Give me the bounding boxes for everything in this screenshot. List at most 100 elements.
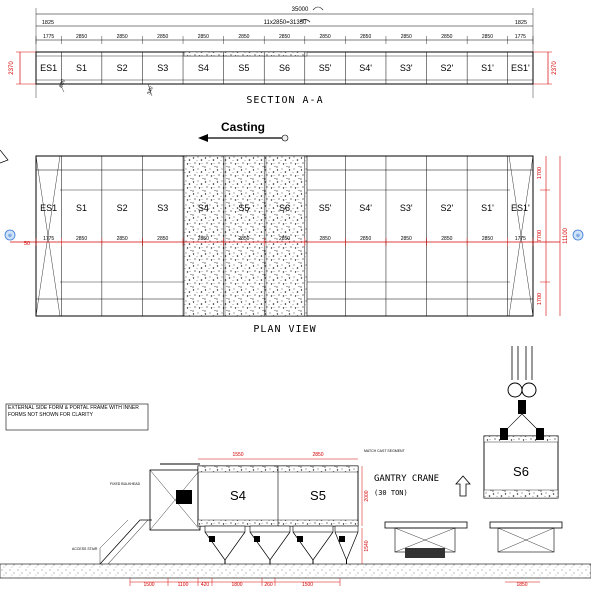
section-segment-label: S6 xyxy=(279,63,290,73)
end-dim-right: 1825 xyxy=(515,20,527,26)
section-subdim: 2850 xyxy=(441,34,452,40)
plan-centerline-dim: 2850 xyxy=(482,236,493,242)
base-dim: 1500 xyxy=(302,582,313,588)
section-segment-label: S5 xyxy=(238,63,249,73)
plan-segment-label: S5 xyxy=(238,203,249,213)
base-dim: 1500 xyxy=(143,582,154,588)
section-segment-label: ES1 xyxy=(40,63,57,73)
lift-up-arrow-icon xyxy=(455,475,471,497)
plan-centerline-dim: 2850 xyxy=(198,236,209,242)
plan-centerline-dim: 2850 xyxy=(320,236,331,242)
plan-centerline-dim: 2850 xyxy=(360,236,371,242)
north-marker-icon xyxy=(0,149,9,164)
casting-direction-arrow-icon xyxy=(198,134,208,142)
break-symbol-icon xyxy=(299,19,311,23)
plan-segment-label: S2 xyxy=(117,203,128,213)
ground-slab xyxy=(0,563,591,579)
base-dim: 1800 xyxy=(231,582,242,588)
callout-600: 600 xyxy=(58,79,67,89)
section-subdim: 1775 xyxy=(515,34,526,40)
plan-centerline-dim: 2850 xyxy=(238,236,249,242)
section-subdim: 2850 xyxy=(117,34,128,40)
plan-centerline-dim: 2850 xyxy=(279,236,290,242)
plan-segment-label: S4 xyxy=(198,203,209,213)
plan-centerline-dim: 2850 xyxy=(401,236,412,242)
section-segment-label: S4 xyxy=(198,63,209,73)
elev-height-dim: 2000 xyxy=(364,490,370,501)
section-segment-label: S4' xyxy=(359,63,372,73)
elev-top-dim-2: 2850 xyxy=(312,452,323,458)
base-dim-row: 1500 1100 420 1800 260 1500 xyxy=(129,578,341,588)
section-segment-label: S1 xyxy=(76,63,87,73)
centerline-dim-row: 1775 2850 2850 2850 2850 2850 2850 2850 2850 2850… xyxy=(35,236,534,246)
section-segment-label: ES1' xyxy=(511,63,530,73)
base-dim: 260 xyxy=(264,582,273,588)
section-segment-label: S2' xyxy=(440,63,453,73)
callout-340: 340 xyxy=(146,86,155,96)
break-symbol-icon xyxy=(312,6,324,11)
section-subdim: 2850 xyxy=(238,34,249,40)
section-subdim: 2850 xyxy=(157,34,168,40)
plan-grid-lines xyxy=(61,156,508,316)
section-subdim: 2850 xyxy=(279,34,290,40)
section-subdim: 2850 xyxy=(76,34,87,40)
plan-segment-label: S6 xyxy=(279,203,290,213)
section-marker-right-icon xyxy=(572,229,584,241)
section-segment-label: S1' xyxy=(481,63,494,73)
plan-segment-label: ES1 xyxy=(40,203,57,213)
plan-segment-label: S1' xyxy=(481,203,494,213)
section-segment-label: S5' xyxy=(319,63,332,73)
elev-height-dim-low: 1540 xyxy=(364,540,370,551)
elev-top-dim-1: 1550 xyxy=(232,452,243,458)
base-dim: 420 xyxy=(201,582,210,588)
access-stair xyxy=(99,519,152,565)
section-marker-left-glyph: ⊕ xyxy=(8,233,12,239)
section-subdim: 2850 xyxy=(482,34,493,40)
plan-centerline-dim: 2850 xyxy=(441,236,452,242)
bulkhead-motor xyxy=(176,490,192,504)
right-dim-mid: 7700 xyxy=(537,230,543,242)
plan-segment-label: S4' xyxy=(359,203,372,213)
plan-centerline-dim: 1775 xyxy=(43,236,54,242)
span-dim: 11x2850=31350 xyxy=(264,20,307,26)
cast-area-hatch xyxy=(183,155,308,317)
section-title: SECTION A-A xyxy=(246,95,323,106)
plan-segment-label: S3' xyxy=(400,203,413,213)
plan-segment-label: S1 xyxy=(76,203,87,213)
section-aa: 35000 1825 11x2850=31350 1825 1775 2850 28… xyxy=(9,6,558,106)
cast-deck-hatch xyxy=(183,51,308,57)
support-trusses xyxy=(204,525,359,564)
plan-centerline-dim: 1775 xyxy=(515,236,526,242)
right-dim-bot: 1700 xyxy=(537,293,543,305)
overall-dim: 35000 xyxy=(292,7,309,13)
elevation-view: EXTERNAL SIDE FORM & PORTAL FRAME WITH I… xyxy=(0,346,591,588)
crane-label-1: GANTRY CRANE xyxy=(374,474,439,484)
note-text: EXTERNAL SIDE FORM & PORTAL FRAME WITH I… xyxy=(8,405,139,418)
access-stair-label: ACCESS STAIR xyxy=(72,547,98,551)
section-subdim: 2850 xyxy=(198,34,209,40)
plan-segment-label: ES1' xyxy=(511,203,530,213)
crane-label-2: (30 TON) xyxy=(374,489,408,497)
plan-title: PLAN VIEW xyxy=(253,324,316,335)
section-segment-label: S2 xyxy=(117,63,128,73)
casting-label: Casting xyxy=(221,120,265,134)
plan-centerline-dim: 2850 xyxy=(157,236,168,242)
section-segment-label: S3' xyxy=(400,63,413,73)
section-subdim: 2850 xyxy=(360,34,371,40)
section-marker-left-icon xyxy=(4,229,16,241)
hanging-segment xyxy=(483,435,559,499)
pulley-left-icon xyxy=(507,382,523,398)
height-dim-right: 2370 xyxy=(552,61,558,75)
base-dim: 1100 xyxy=(178,582,189,588)
end-dim-left: 1825 xyxy=(42,20,54,26)
height-dim-left: 2370 xyxy=(9,61,15,75)
section-subdim: 2850 xyxy=(401,34,412,40)
section-marker-right-glyph: ⊕ xyxy=(576,233,580,239)
section-segment-label: S3 xyxy=(157,63,168,73)
section-subdim: 1775 xyxy=(43,34,54,40)
hoist-hook xyxy=(518,400,526,414)
